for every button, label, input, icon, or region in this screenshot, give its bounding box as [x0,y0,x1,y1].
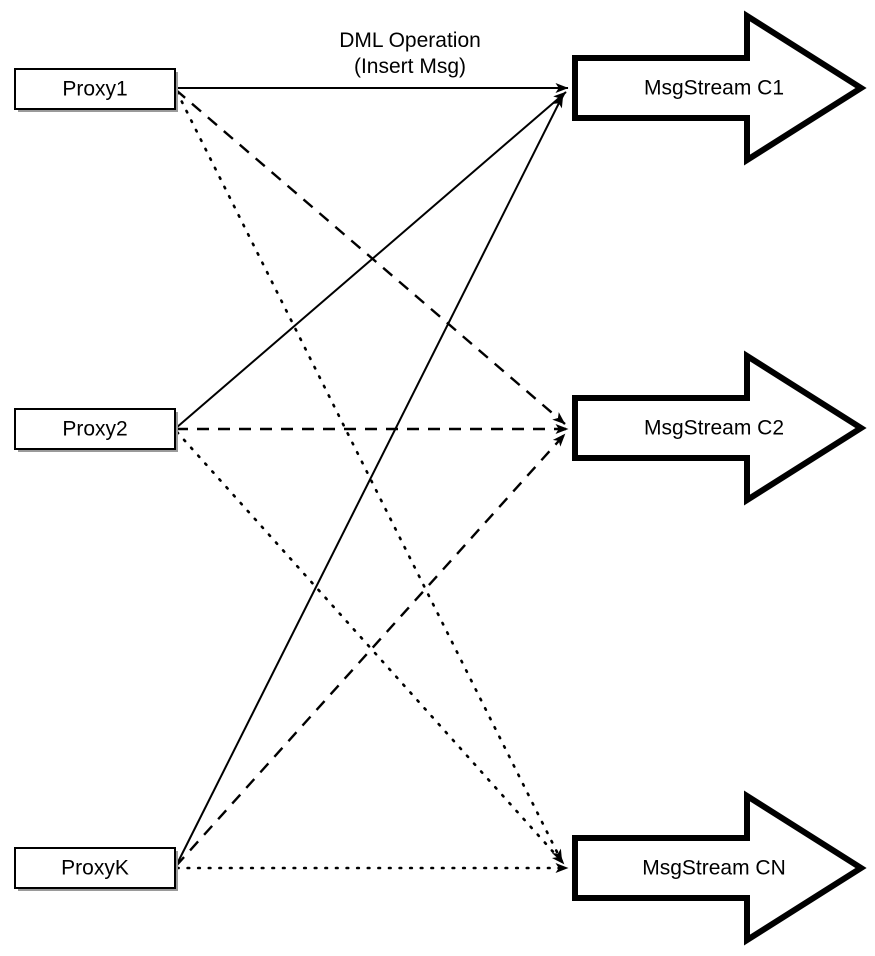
proxy-node-proxyk[interactable]: ProxyK [14,847,178,891]
proxy2-box[interactable] [14,408,176,450]
connection-proxy1-to-stream-c2 [175,89,566,425]
stream-node-c1[interactable]: MsgStream C1 [572,10,867,166]
edge-caption-line2: (Insert Msg) [354,55,466,78]
connection-proxy2-to-stream-c1 [175,91,567,429]
connection-group-dashed [175,89,569,867]
proxyk-box[interactable] [14,847,176,889]
stream-c1-label: MsgStream C1 [644,77,784,100]
connection-group-solid [175,83,569,867]
connection-group-dotted [175,90,570,873]
stream-c2-label: MsgStream C2 [644,417,784,440]
stream-c2-arrow-shape[interactable] [572,350,867,506]
proxy2-label: Proxy2 [62,418,127,441]
proxy1-box[interactable] [14,68,176,110]
proxy-node-proxy1[interactable]: Proxy1 [14,68,178,112]
connection-proxy2-to-stream-cn [175,430,566,866]
stream-cn-label: MsgStream CN [642,857,786,880]
stream-c1-arrow-shape[interactable] [572,10,867,166]
stream-cn-arrow-shape[interactable] [572,790,867,946]
connection-proxyk-to-stream-c2 [175,433,566,867]
edge-caption-dml-operation: DML Operation (Insert Msg) [339,29,481,78]
stream-node-cn[interactable]: MsgStream CN [572,790,867,946]
proxyk-label: ProxyK [61,857,129,880]
proxy-node-proxy2[interactable]: Proxy2 [14,408,178,452]
stream-node-c2[interactable]: MsgStream C2 [572,350,867,506]
edge-caption-line1: DML Operation [339,29,481,52]
connection-proxyk-to-stream-c1 [175,94,564,867]
connection-proxy1-to-stream-cn [175,90,564,864]
proxy1-label: Proxy1 [62,78,127,101]
